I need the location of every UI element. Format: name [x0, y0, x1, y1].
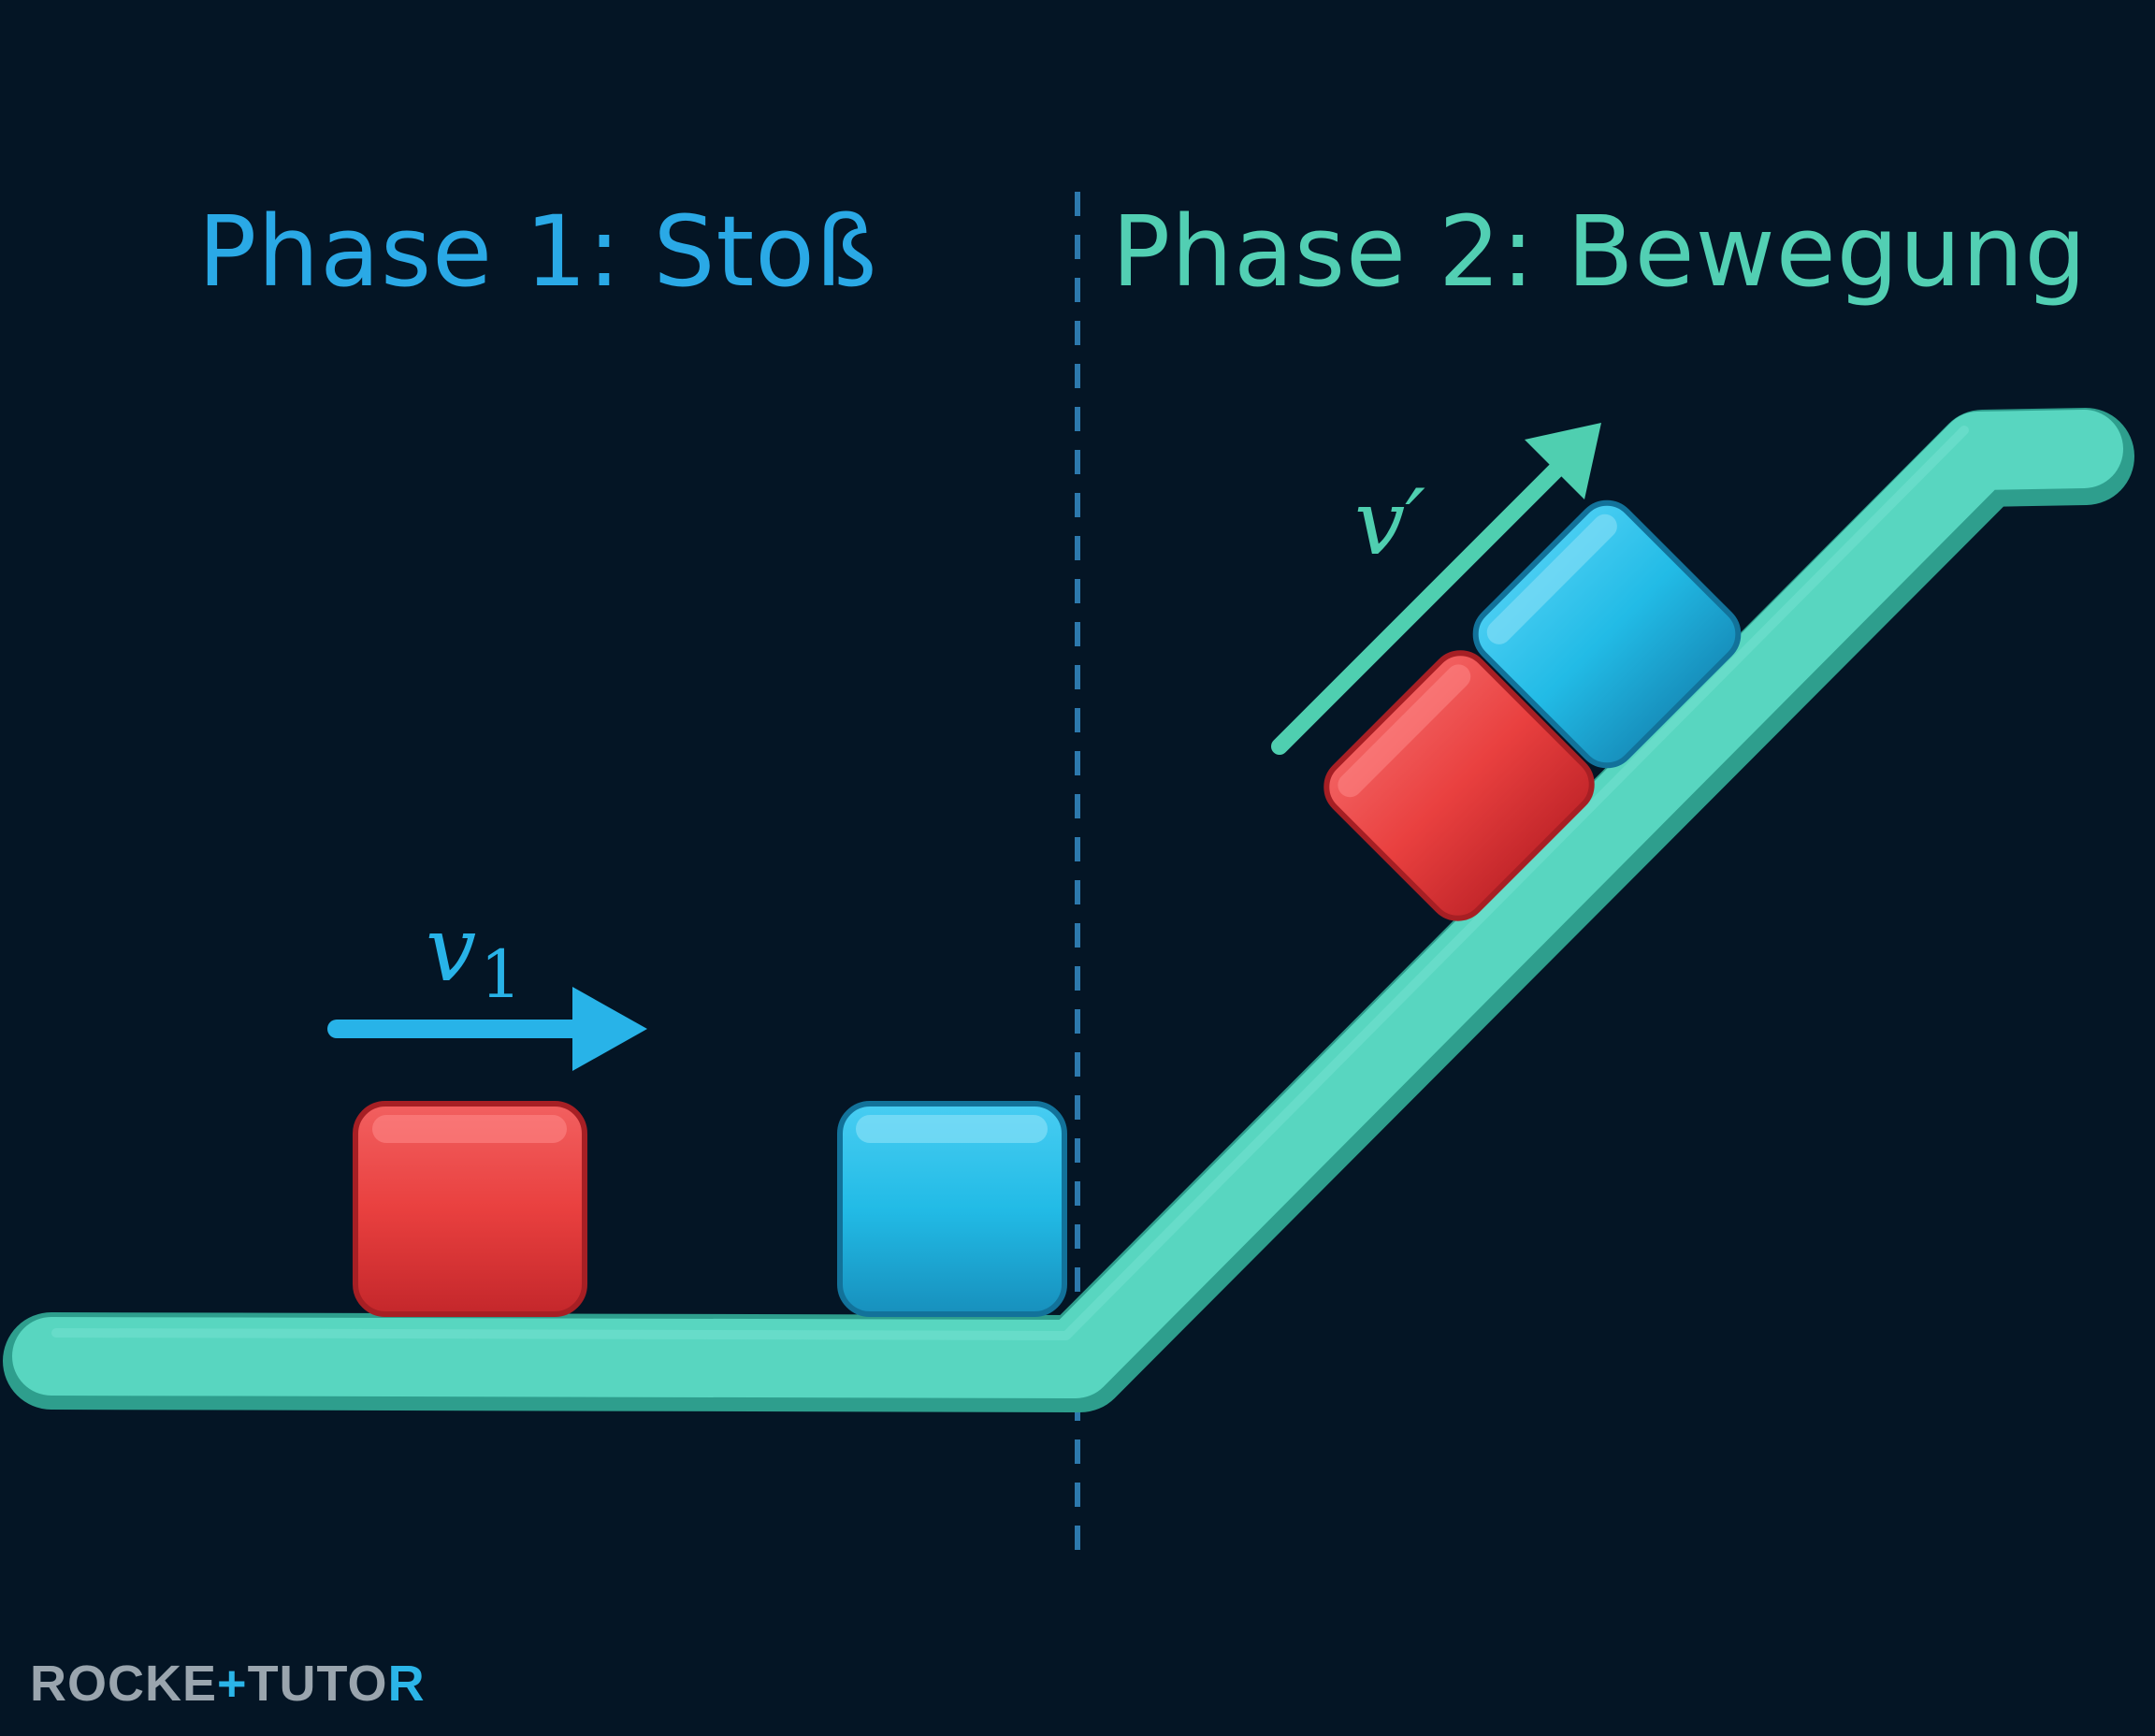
velocity-arrow-v1: [327, 987, 647, 1071]
red-block-phase-1: [353, 1101, 587, 1317]
v1-label: v1: [426, 897, 522, 1013]
phase-1-title: Phase 1: Stoß: [198, 195, 878, 309]
red-block-phase-2: [1323, 650, 1595, 921]
rocket-tutor-logo: ROCKE+TUTOR: [30, 1656, 426, 1712]
v-prime-label: v′: [1354, 470, 1425, 575]
blue-block-phase-2: [1472, 499, 1742, 769]
track: [3, 408, 2134, 1412]
phase-2-title: Phase 2: Bewegung: [1111, 195, 2087, 309]
velocity-arrow-v-prime: [1271, 423, 1601, 755]
blue-block-phase-1: [837, 1101, 1067, 1317]
